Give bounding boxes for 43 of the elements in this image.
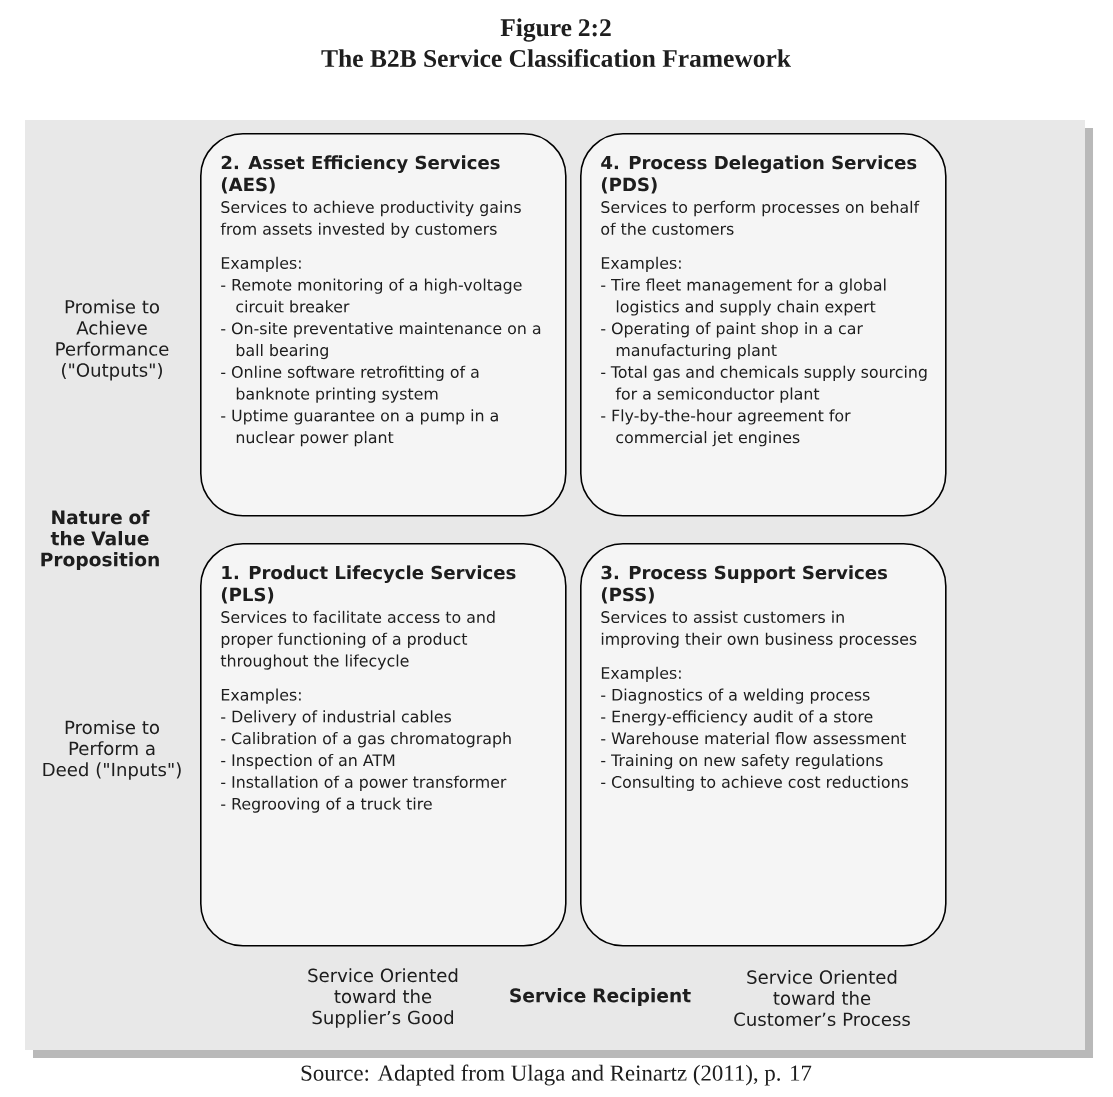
example-item: - Delivery of industrial cables: [221, 710, 451, 726]
example-item: - Installation of a power transformer: [221, 775, 507, 791]
example-item: - Diagnostics of a welding process: [601, 688, 870, 704]
example-item: - Energy-efficiency audit of a store: [601, 710, 873, 726]
title: The B2B Service Classification Framework: [321, 48, 791, 68]
example-item: - Operating of paint shop in a car manufacturing plant: [601, 322, 863, 360]
box-description: Services to achieve productivity gains from assets invested by customers: [220, 200, 521, 238]
examples-heading: Examples:: [601, 666, 681, 683]
service-box: [200, 133, 567, 517]
examples-heading: Examples:: [221, 688, 301, 704]
title: Figure 2:2: [500, 18, 611, 42]
box-description: Services to perform processes on behalf of the customers: [601, 200, 920, 235]
example-item: - Regrooving of a truck tire: [221, 797, 432, 813]
example-item: - Calibration of a gas chromatograph: [221, 732, 511, 748]
example-item: - On-site preventative maintenance on a ball bearing: [221, 322, 541, 360]
service-box: [580, 133, 947, 517]
axis-label: Service Oriented toward the Customer’s Process: [734, 969, 910, 1027]
example-item: - Online software retrofitting of a banknote printing system: [221, 365, 479, 403]
example-item: - Uptime guarantee on a pump in a nuclear power plant: [221, 409, 498, 447]
axis-title: Service Recipient: [510, 988, 691, 1007]
example-item: - Tire fleet management for a global logistics and supply chain expert: [601, 278, 886, 316]
axis-label: Service Oriented toward the Supplier’s Good: [308, 968, 458, 1028]
example-item: - Consulting to achieve cost reductions: [601, 775, 909, 791]
axis-title: Nature of the Value Proposition: [41, 509, 159, 571]
example-item: - Fly-by-the-hour agreement for commercial jet engines: [601, 409, 851, 447]
examples-heading: Examples:: [601, 256, 681, 272]
example-item: - Warehouse material flow assessment: [601, 732, 907, 745]
box-heading: 1. Product Lifecycle Services (PLS): [221, 565, 516, 604]
box-heading: 2. Asset Efficiency Services (AES): [221, 155, 500, 194]
axis-label: Promise to Achieve Performance ("Outputs"): [56, 299, 169, 381]
example-item: - Training on new safety regulations: [601, 753, 883, 770]
box-heading: 4. Process Delegation Services (PDS): [601, 155, 917, 194]
example-item: - Total gas and chemicals supply sourcing for a semiconductor plant: [601, 365, 927, 403]
example-item: - Remote monitoring of a high-voltage circuit breaker: [221, 278, 522, 313]
box-description: Services to facilitate access to and proper functioning of a product throughout the lifecycle: [220, 610, 495, 670]
axis-label: Promise to Perform a Deed ("Inputs"): [43, 720, 181, 780]
example-item: - Inspection of an ATM: [221, 753, 395, 770]
service-box: [580, 543, 947, 947]
caption: Source: Adapted from Ulaga and Reinartz (2011), p. 17: [301, 1064, 812, 1086]
service-box: [200, 543, 567, 947]
examples-heading: Examples:: [221, 256, 301, 272]
box-description: Services to assist customers in improving their own business processes: [601, 610, 917, 648]
box-heading: 3. Process Support Services (PSS): [601, 565, 887, 604]
